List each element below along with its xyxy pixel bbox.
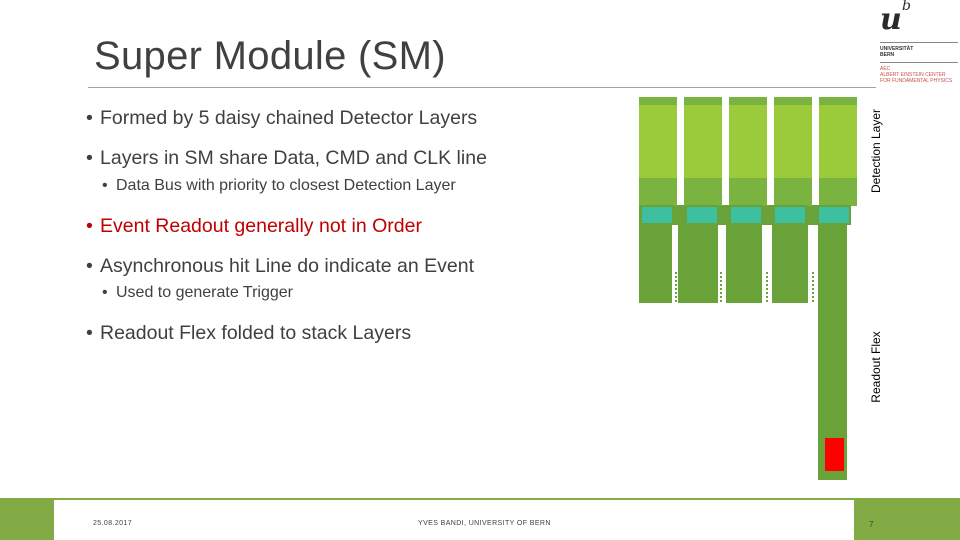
readout-chip: [773, 205, 807, 225]
bullet-marker: •: [86, 255, 93, 277]
detection-layer: [774, 97, 812, 206]
slide-title: Super Module (SM): [94, 34, 446, 78]
footer-panel: [54, 500, 854, 540]
flex-gap: [672, 225, 678, 303]
bullet-item: • Formed by 5 daisy chained Detector Lay…: [86, 107, 477, 130]
detection-layer: [639, 97, 677, 206]
footer-page-number: 7: [869, 520, 874, 529]
readout-chip: [685, 205, 719, 225]
logo-mark: u: [880, 2, 902, 37]
detection-layer: [819, 97, 857, 206]
bullet-text: Used to generate Trigger: [116, 284, 293, 301]
logo-line-1: UNIVERSITÄT: [880, 46, 914, 52]
flex-gap: [808, 225, 818, 303]
bullet-text: Data Bus with priority to closest Detect…: [116, 177, 456, 194]
logo-sub-line-2: ALBERT EINSTEIN CENTER: [880, 72, 946, 78]
title-underline: [88, 87, 876, 88]
readout-flex-strip: [818, 205, 847, 480]
logo-superscript: b: [902, 0, 911, 14]
bullet-item: • Layers in SM share Data, CMD and CLK l…: [86, 147, 487, 170]
logo-divider-2: [880, 62, 958, 63]
bullet-item-highlight: • Event Readout generally not in Order: [86, 215, 422, 238]
footer-author: YVES BANDI, UNIVERSITY OF BERN: [418, 520, 551, 527]
logo-sub-line-3: FOR FUNDAMENTAL PHYSICS: [880, 78, 953, 84]
logo-divider: [880, 42, 958, 43]
bullet-marker: •: [86, 215, 93, 237]
flex-gap: [718, 225, 726, 303]
bullet-marker: •: [102, 284, 108, 301]
bullet-text: Formed by 5 daisy chained Detector Layer…: [100, 107, 478, 129]
sub-bullet-item: • Used to generate Trigger: [102, 284, 293, 302]
logo-sub-line-1: AEC: [880, 66, 891, 72]
bullet-text: Event Readout generally not in Order: [100, 215, 422, 237]
logo-line-2: BERN: [880, 52, 895, 58]
readout-chip: [817, 205, 851, 225]
bullet-marker: •: [102, 177, 108, 194]
readout-chip: [729, 205, 763, 225]
bullet-marker: •: [86, 107, 93, 129]
bullet-text: Asynchronous hit Line do indicate an Eve…: [100, 255, 474, 277]
bullet-text: Readout Flex folded to stack Layers: [100, 322, 412, 344]
bullet-marker: •: [86, 147, 93, 169]
flex-top-strip: [639, 205, 847, 303]
connector-marker: [825, 438, 844, 471]
readout-chip: [640, 205, 674, 225]
detection-layer-label: Detection Layer: [869, 108, 883, 194]
flex-gap: [762, 225, 772, 303]
detection-layer: [684, 97, 722, 206]
readout-flex-label: Readout Flex: [869, 331, 883, 403]
bullet-item: • Readout Flex folded to stack Layers: [86, 322, 411, 345]
detection-layer: [729, 97, 767, 206]
bullet-marker: •: [86, 322, 93, 344]
sub-bullet-item: • Data Bus with priority to closest Dete…: [102, 177, 456, 195]
bullet-item: • Asynchronous hit Line do indicate an E…: [86, 255, 474, 278]
footer-date: 25.08.2017: [93, 520, 133, 527]
bullet-text: Layers in SM share Data, CMD and CLK lin…: [100, 147, 487, 169]
